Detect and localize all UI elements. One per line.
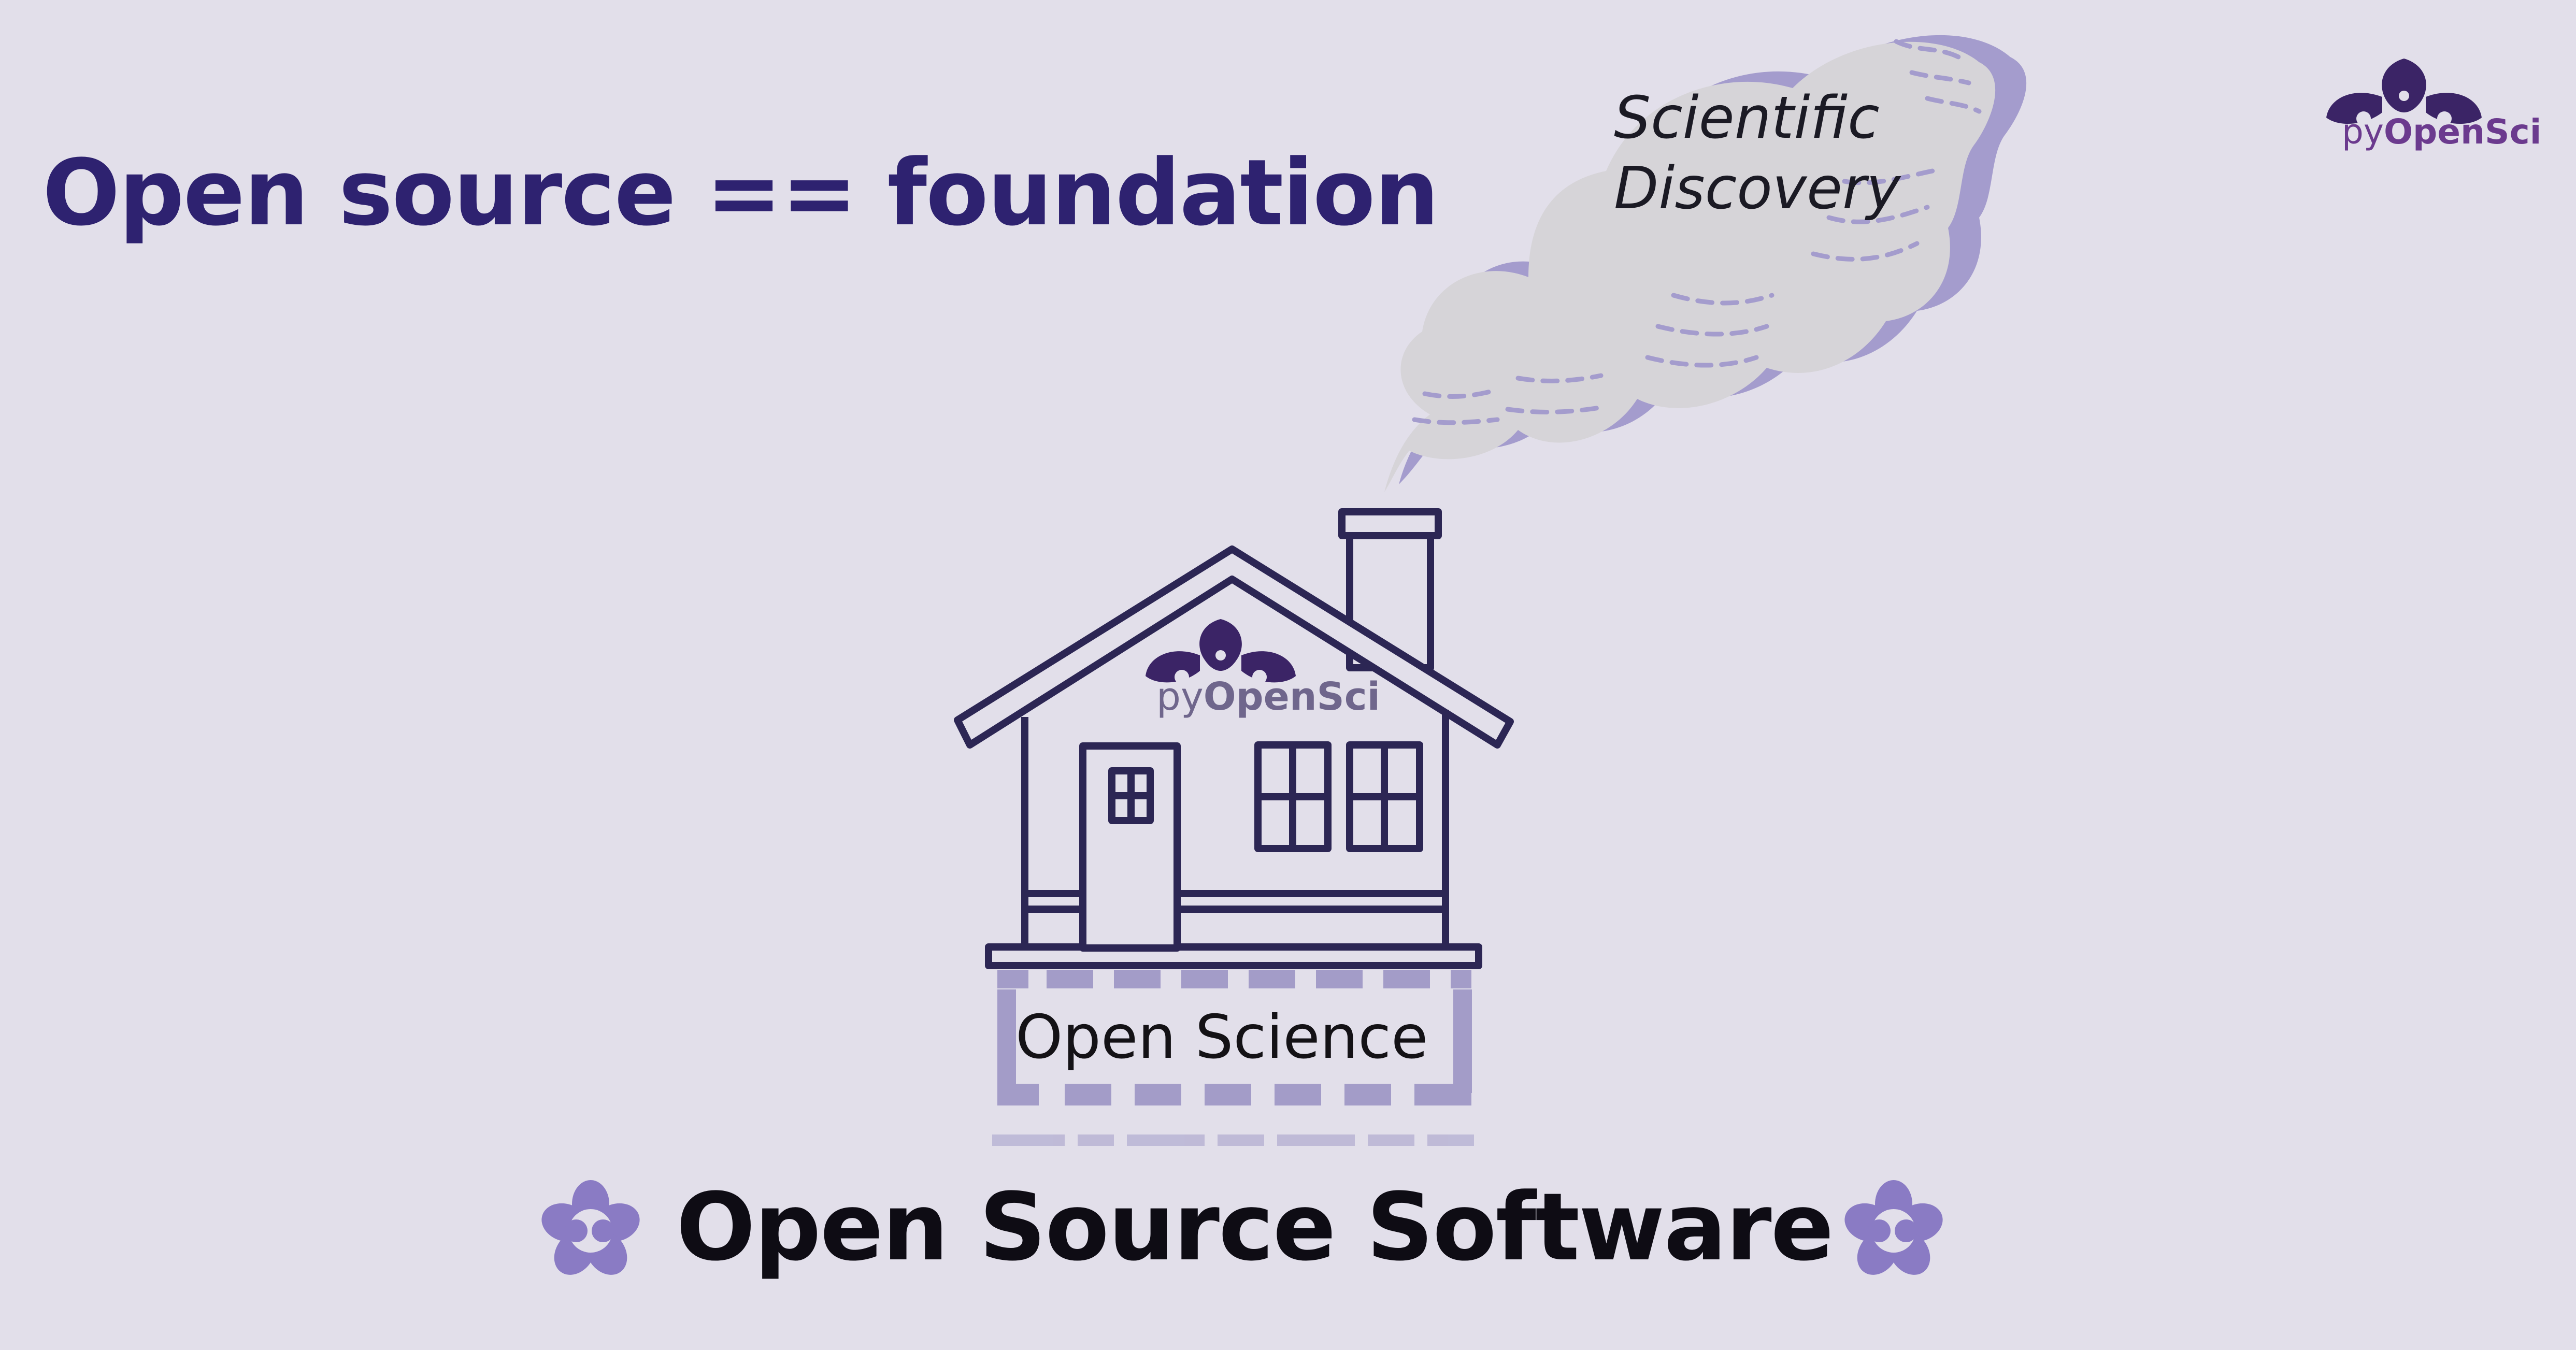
pyopensci-logo-icon — [2326, 59, 2482, 126]
bottom-label: Open Source Software — [676, 1173, 1834, 1282]
house-logo-py: py — [1156, 674, 1204, 719]
house-roof — [954, 545, 1514, 749]
foundation-label: Open Science — [1015, 1002, 1428, 1072]
house-logo-text: pyOpenSci — [1156, 678, 1380, 716]
corner-logo-name: OpenSci — [2383, 112, 2542, 152]
house-icon — [954, 508, 1514, 969]
flower-icon — [541, 1180, 640, 1275]
house-logo-name: OpenSci — [1203, 674, 1381, 719]
slide-title: Open source == foundation — [42, 140, 1439, 246]
corner-logo-text: pyOpenSci — [2342, 115, 2541, 149]
house-floor — [985, 943, 1482, 969]
foundation-label-bg — [1017, 992, 1448, 1080]
cloud-text-line-1: Scientific — [1614, 84, 1880, 152]
flower-icon — [1844, 1180, 1943, 1275]
cloud-text-line-2: Discovery — [1614, 155, 1901, 222]
foundation-bricks — [992, 970, 1474, 1146]
house-logo-icon — [1146, 619, 1296, 684]
house-door — [1079, 742, 1181, 952]
smoke-cloud-icon — [1384, 35, 2027, 493]
corner-logo-py: py — [2342, 112, 2384, 152]
cloud-body — [1384, 41, 1996, 493]
